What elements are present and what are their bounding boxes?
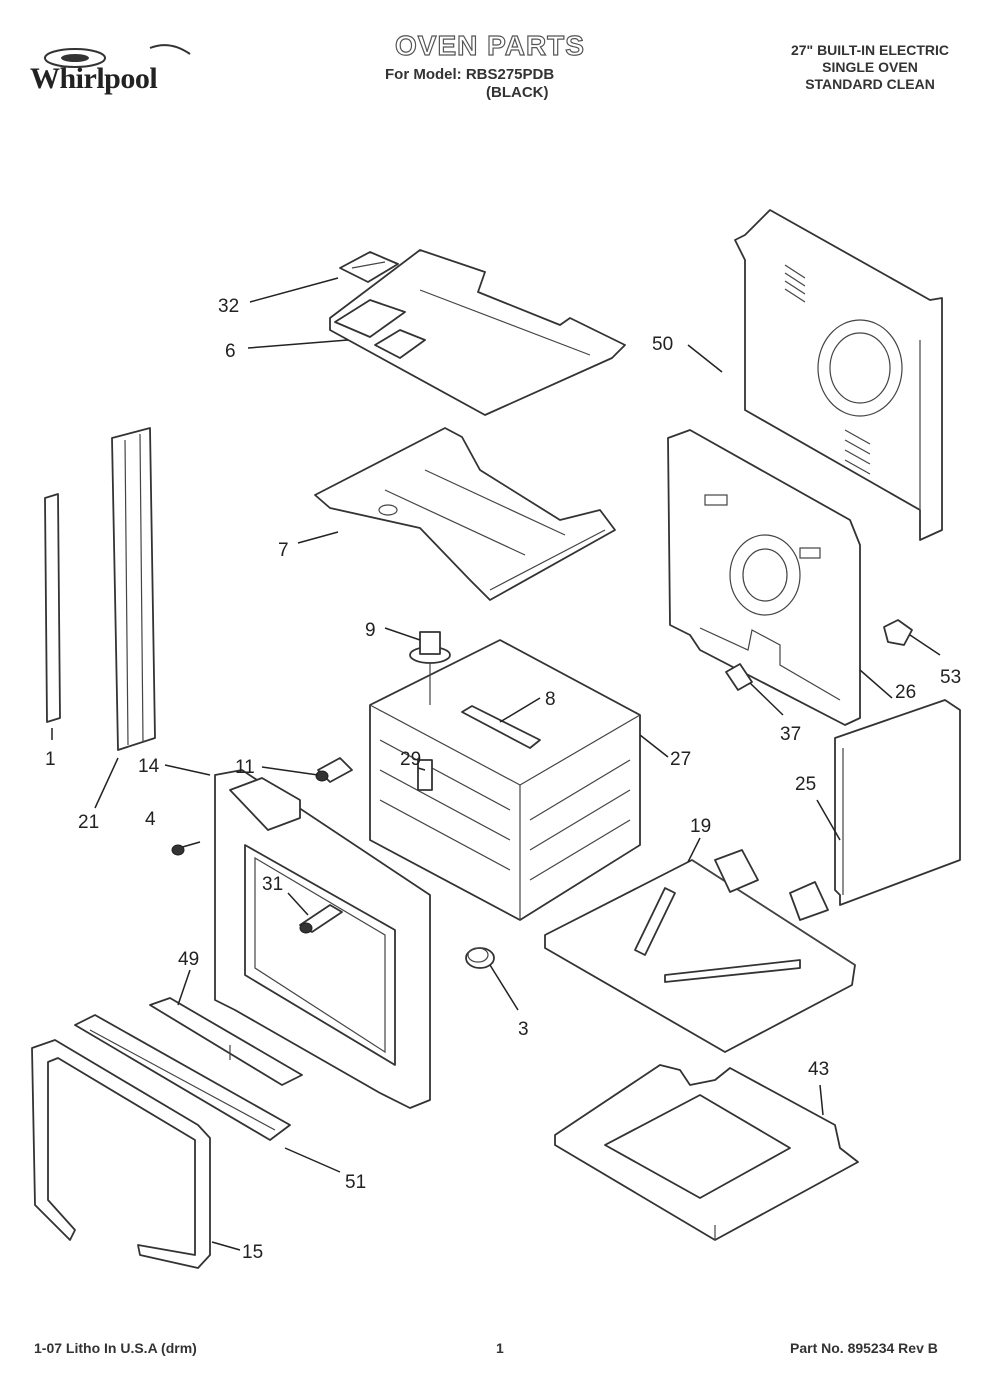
part-37-sensor — [725, 663, 753, 691]
part-4-screw — [171, 841, 201, 856]
part-1-side-trim — [44, 493, 61, 723]
part-14-door-frame — [214, 769, 431, 1109]
callout-19: 19 — [690, 816, 711, 837]
description-line-3: STANDARD CLEAN — [805, 76, 935, 92]
part-43-base-pan — [554, 1064, 859, 1241]
brand-name: Whirlpool — [30, 62, 158, 95]
footer-print-info: 1-07 Litho In U.S.A (drm) — [34, 1340, 197, 1356]
callout-9: 9 — [365, 620, 376, 641]
logo-swirl-icon — [44, 44, 191, 68]
callout-7: 7 — [278, 540, 289, 561]
part-15-door-gasket — [31, 1039, 211, 1269]
callout-11: 11 — [235, 757, 255, 778]
description-line-1: 27" BUILT-IN ELECTRIC — [790, 42, 950, 58]
part-49-lower-trim — [149, 997, 303, 1086]
callout-6: 6 — [225, 341, 236, 362]
part-51-handle — [74, 1014, 291, 1141]
description-line-2: SINGLE OVEN — [822, 59, 918, 75]
part-27-oven-cavity — [369, 639, 641, 921]
callout-21: 21 — [78, 812, 99, 833]
callout-50: 50 — [652, 334, 673, 355]
part-21-vertical-trim — [111, 427, 156, 751]
part-32-label-plate — [339, 251, 399, 283]
part-9-thermal-fuse — [409, 631, 451, 705]
callout-15: 15 — [242, 1242, 263, 1263]
footer-part-number: Part No. 895234 Rev B — [790, 1340, 938, 1356]
leader-lines — [51, 277, 941, 1251]
callout-49: 49 — [178, 949, 199, 970]
whirlpool-logo: Whirlpool — [30, 40, 210, 110]
callout-51: 51 — [345, 1172, 366, 1193]
callout-25: 25 — [795, 774, 816, 795]
callout-32: 32 — [218, 296, 239, 317]
part-8-bake-element — [461, 705, 541, 749]
page-title: OVEN PARTS — [394, 29, 585, 61]
callout-14: 14 — [138, 756, 160, 777]
callout-27: 27 — [670, 749, 691, 770]
part-7-heat-shield — [314, 427, 616, 601]
callout-8: 8 — [545, 689, 556, 710]
part-50-back-panel — [734, 209, 943, 541]
callout-37: 37 — [780, 724, 801, 745]
footer-page-number: 1 — [496, 1340, 504, 1356]
part-25-side-panel — [834, 699, 961, 906]
part-3-knob — [465, 947, 495, 969]
callout-53: 53 — [940, 667, 961, 688]
callout-1: 1 — [45, 749, 56, 770]
part-11-hinge-bracket — [315, 757, 353, 783]
model-number: For Model: RBS275PDB — [385, 66, 555, 83]
product-description: 27" BUILT-IN ELECTRIC SINGLE OVEN STANDA… — [760, 42, 980, 93]
callout-4: 4 — [145, 809, 156, 830]
callout-43: 43 — [808, 1059, 829, 1080]
callout-3: 3 — [518, 1019, 529, 1040]
callout-26: 26 — [895, 682, 916, 703]
callout-29: 29 — [400, 749, 421, 770]
part-6-top-panel — [329, 249, 626, 416]
part-29-rack-support — [417, 759, 433, 791]
callout-31: 31 — [262, 874, 283, 895]
part-19-bottom-tray — [544, 849, 856, 1053]
part-26-rear-bracket — [667, 429, 861, 726]
model-color: (BLACK) — [486, 84, 549, 101]
part-31-door-latch — [299, 904, 343, 934]
part-53-clip — [883, 619, 913, 646]
callout-labels: 32 6 50 7 9 8 1 21 14 11 29 27 4 31 26 5… — [45, 296, 961, 1263]
